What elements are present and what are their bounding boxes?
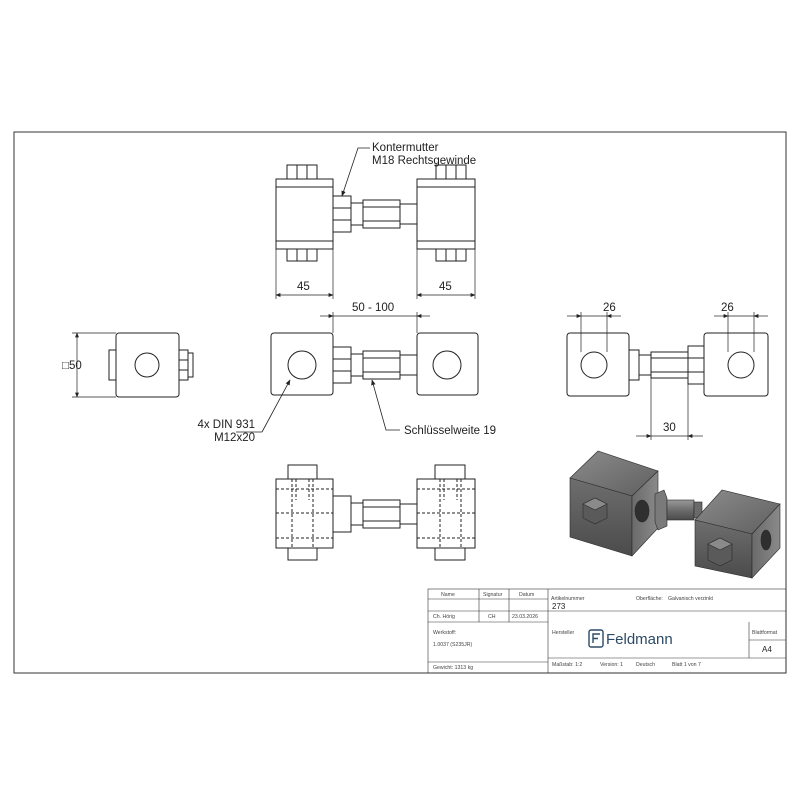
bolts-label-1: 4x DIN 931 — [197, 419, 255, 431]
tb-header-name: Name — [441, 592, 455, 598]
brand-name: Feldmann — [606, 631, 673, 648]
tb-article-number: 273 — [552, 602, 566, 611]
dimension-lines — [72, 232, 768, 440]
tb-material-value: 1.0037 (S235JR) — [433, 642, 472, 648]
feldmann-logo-icon — [588, 629, 604, 648]
dim-gap: 30 — [663, 422, 676, 434]
tb-drawn-date: 23.03.2026 — [512, 614, 538, 620]
tb-sheet-format: A4 — [762, 645, 772, 654]
leader-lines — [236, 147, 400, 433]
dim-hole-right: 26 — [721, 302, 734, 314]
title-block-text: Name Signatur Datum Artikelnummer Oberfl… — [433, 592, 778, 671]
rear-view — [566, 332, 769, 397]
dim-adjust-range: 50 - 100 — [352, 302, 394, 314]
bolts-label-2: M12x20 — [214, 432, 255, 444]
tb-manufacturer-label: Hersteller — [552, 630, 574, 636]
side-view — [108, 332, 194, 398]
wrench-label: Schlüsselweite 19 — [404, 425, 496, 437]
tb-surface-value: Galvanisch verzinkt — [668, 596, 714, 602]
dim-width-right: 45 — [439, 281, 452, 293]
title-block — [427, 588, 787, 674]
sheet-border — [13, 131, 787, 674]
dim-square: □50 — [62, 360, 82, 372]
top-view — [275, 164, 476, 262]
tb-drawn-by: Ch. Hörig — [433, 614, 455, 620]
tb-language: Deutsch — [636, 662, 655, 668]
tb-header-article: Artikelnummer — [551, 596, 585, 602]
tb-material-label: Werkstoff: — [433, 630, 456, 636]
tb-sheet-format-label: Blattformat — [752, 630, 778, 636]
tb-sheet-number: Blatt 1 von 7 — [672, 662, 701, 668]
front-view — [270, 332, 479, 396]
dim-width-left: 45 — [297, 281, 310, 293]
locknut-label-2: M18 Rechtsgewinde — [372, 155, 476, 167]
tb-header-signature: Signatur — [483, 592, 503, 598]
tb-drawn-signature: CH — [488, 614, 496, 620]
dim-hole-left: 26 — [603, 302, 616, 314]
annotations: Kontermutter M18 Rechtsgewinde 4x DIN 93… — [197, 142, 496, 444]
isometric-render — [569, 450, 781, 579]
tb-header-date: Datum — [519, 592, 534, 598]
dimension-labels: 45 45 50 - 100 □50 26 26 30 — [62, 281, 734, 434]
tb-weight: Gewicht: 1313 kg — [433, 665, 473, 671]
feldmann-logo: Feldmann — [588, 629, 673, 648]
tb-header-surface: Oberfläche: — [636, 596, 663, 602]
tb-scale: Maßstab: 1:2 — [552, 662, 582, 668]
locknut-label-1: Kontermutter — [372, 142, 439, 154]
section-view — [275, 464, 476, 561]
tb-version: Version: 1 — [600, 662, 623, 668]
